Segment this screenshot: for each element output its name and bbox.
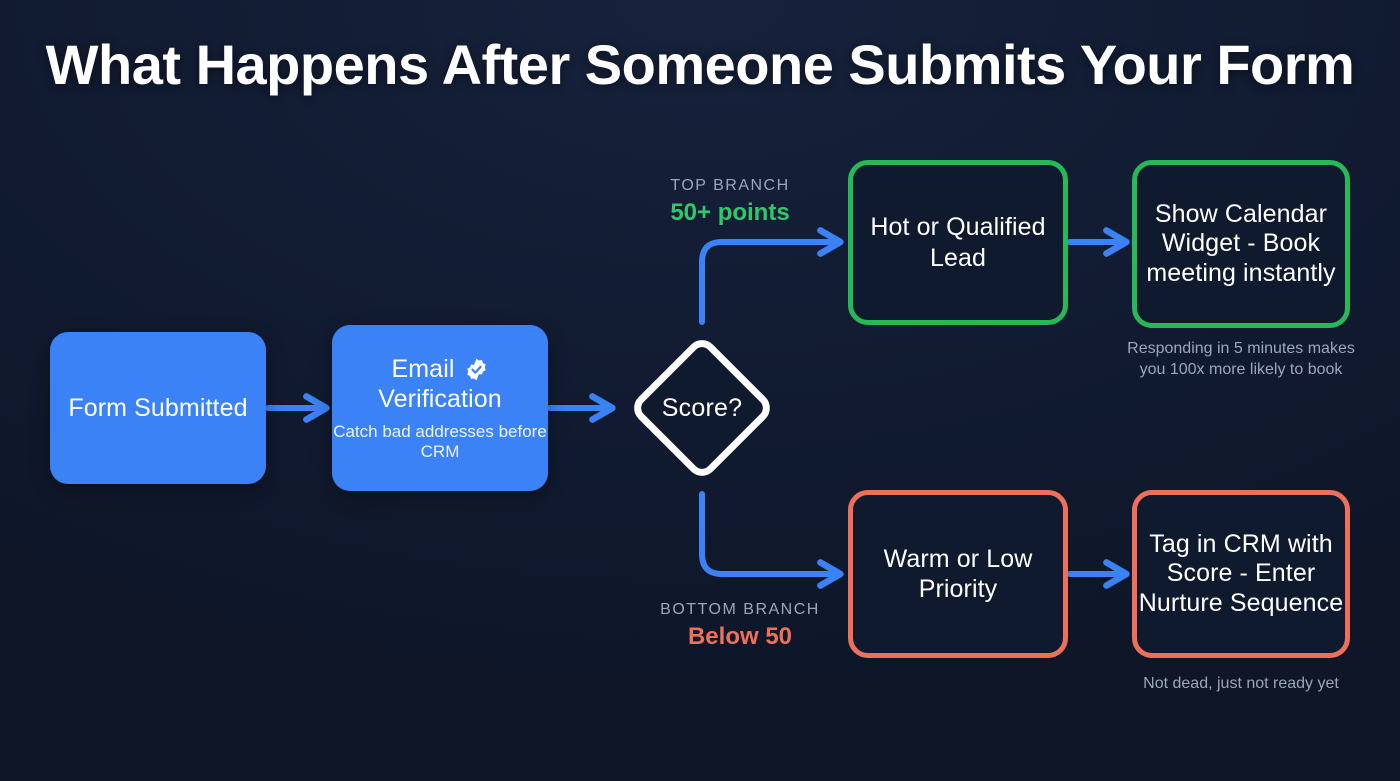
node-hot-qualified-lead-label: Hot or Qualified Lead (870, 213, 1046, 272)
node-score-decision-label: Score? (661, 393, 743, 422)
node-tag-in-crm[interactable]: Tag in CRM with Score - Enter Nurture Se… (1132, 490, 1350, 658)
connector-score-to-warm (699, 491, 844, 589)
node-email-verification-sub: Catch bad addresses before CRM (333, 421, 547, 461)
verified-badge-icon (464, 357, 489, 382)
node-show-calendar-widget[interactable]: Show Calendar Widget - Book meeting inst… (1132, 160, 1350, 328)
branch-label-top: TOP BRANCH 50+ points (600, 176, 860, 228)
node-email-verification-label-line1: Email (391, 354, 455, 383)
decision-diamond-shape (634, 340, 770, 476)
node-form-submitted[interactable]: Form Submitted (50, 332, 266, 484)
node-warm-low-priority-label: Warm or Low Priority (883, 544, 1033, 604)
branch-label-top-value: 50+ points (670, 199, 790, 227)
node-form-submitted-label: Form Submitted (68, 393, 248, 422)
branch-label-bottom-value: Below 50 (687, 623, 793, 651)
node-warm-low-priority[interactable]: Warm or Low Priority (848, 490, 1068, 658)
caption-calendar: Responding in 5 minutes makes you 100x m… (1127, 340, 1355, 378)
node-email-verification-title: Email (391, 354, 488, 385)
caption-tag-in-crm: Not dead, just not ready yet (1143, 675, 1339, 692)
node-hot-qualified-lead[interactable]: Hot or Qualified Lead (848, 160, 1068, 325)
node-tag-in-crm-label: Tag in CRM with Score - Enter Nurture Se… (1138, 529, 1344, 617)
branch-label-bottom-kicker: BOTTOM BRANCH (660, 601, 820, 618)
page-title: What Happens After Someone Submits Your … (45, 33, 1355, 96)
node-score-decision[interactable]: Score? (618, 324, 786, 492)
node-email-verification-label-line2: Verification (378, 385, 502, 414)
node-show-calendar-widget-label: Show Calendar Widget - Book meeting inst… (1146, 199, 1336, 287)
branch-label-bottom: BOTTOM BRANCH Below 50 (610, 600, 870, 652)
connector-score-to-hot (699, 227, 844, 325)
branch-label-top-kicker: TOP BRANCH (670, 177, 790, 194)
node-email-verification[interactable]: Email Verification Catch bad addresses b… (332, 325, 548, 491)
